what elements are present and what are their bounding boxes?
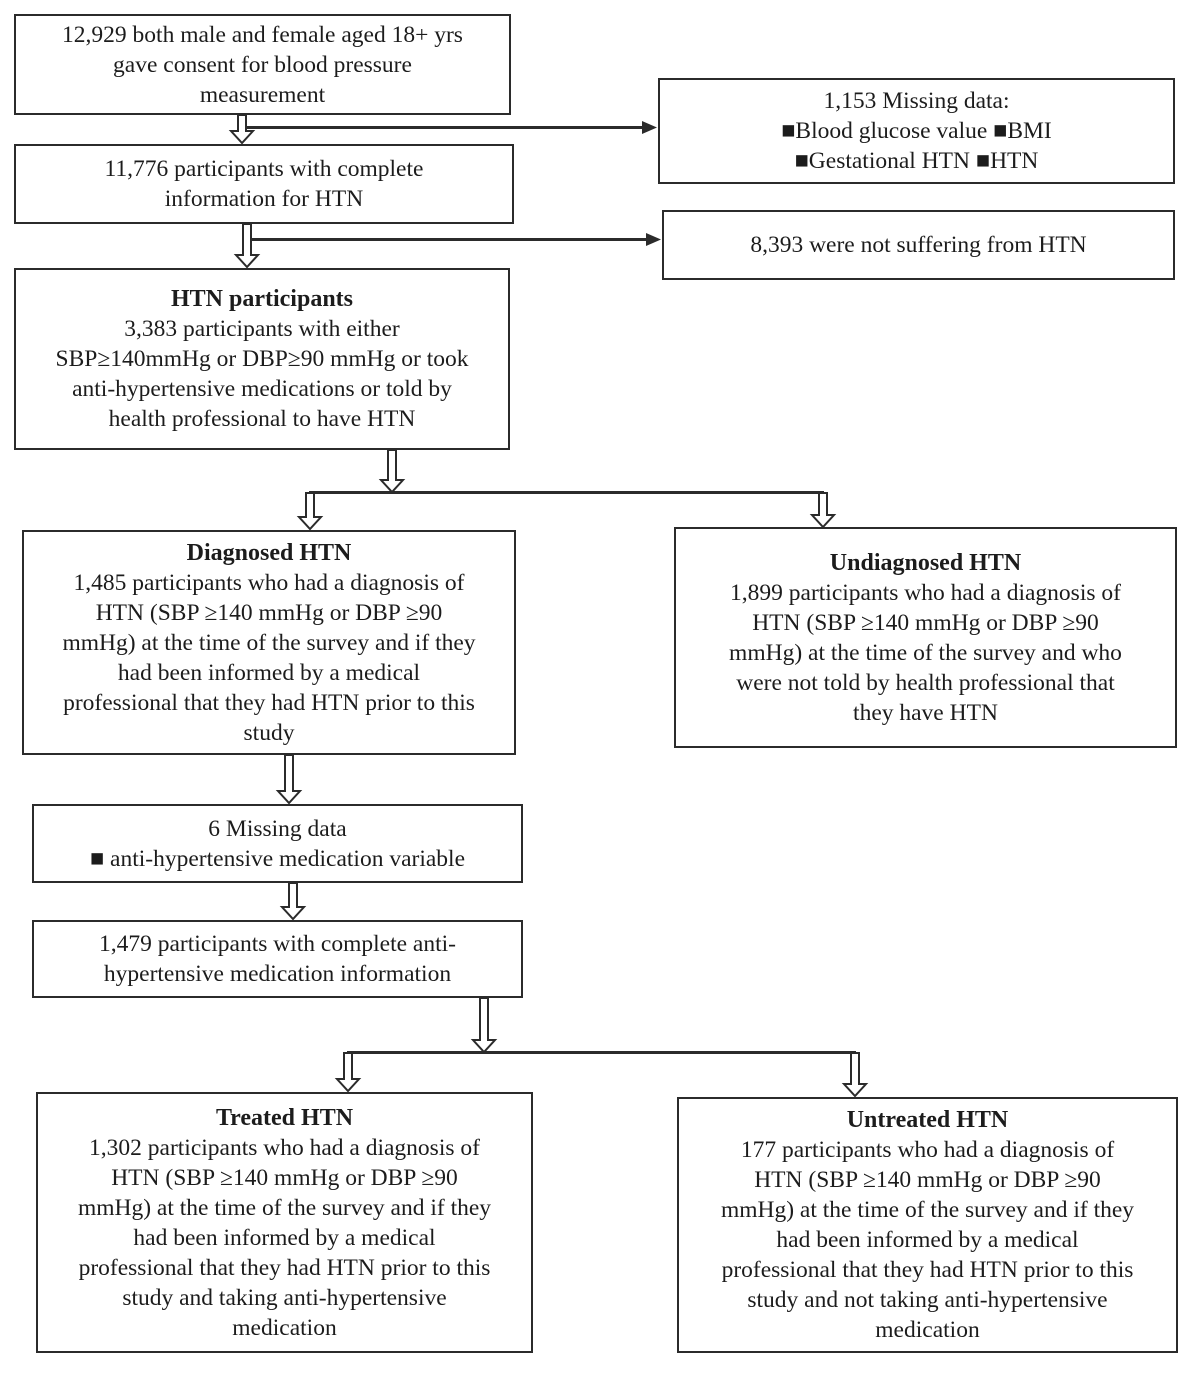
box-htn-participants-text: 3,383 participants with either SBP≥140mm… [55,316,469,432]
down-arrow-icon [841,1052,869,1098]
down-arrow-icon [470,997,498,1054]
box-missing-data-medication: 6 Missing data ■ anti-hypertensive medic… [32,804,523,883]
box-consent-text: 12,929 both male and female aged 18+ yrs… [62,21,463,108]
box-undiagnosed-text: 1,899 participants who had a diagnosis o… [729,579,1122,726]
box-undiagnosed-title: Undiagnosed HTN [829,549,1022,576]
box-complete-medication-text: 1,479 participants with complete anti- h… [99,931,456,987]
connector-missing-data-line [247,126,644,129]
box-diagnosed-title: Diagnosed HTN [186,539,352,566]
down-arrow-icon [334,1052,362,1093]
down-arrow-icon [275,754,303,805]
box-untreated-title: Untreated HTN [846,1107,1009,1133]
branch-line-diagnosis [309,491,824,494]
box-diagnosed: Diagnosed HTN 1,485 participants who had… [22,530,516,755]
down-arrow-icon [378,449,406,494]
connector-not-suffering-line [252,238,647,241]
down-arrow-icon [233,223,261,269]
box-missing-data-top: 1,153 Missing data: ■Blood glucose value… [658,78,1175,184]
box-not-suffering: 8,393 were not suffering from HTN [662,210,1175,280]
box-treated: Treated HTN 1,302 participants who had a… [36,1092,533,1353]
down-arrow-icon [279,882,307,921]
box-undiagnosed: Undiagnosed HTN 1,899 participants who h… [674,527,1177,748]
box-missing-data-medication-text: 6 Missing data ■ anti-hypertensive medic… [89,815,466,872]
box-treated-title: Treated HTN [215,1104,354,1131]
box-htn-participants-title: HTN participants [170,286,353,312]
box-not-suffering-text: 8,393 were not suffering from HTN [750,232,1087,258]
right-arrowhead-icon [642,121,657,134]
box-missing-data-top-text: 1,153 Missing data: ■Blood glucose value… [781,88,1052,174]
box-complete-info: 11,776 participants with complete inform… [14,144,514,224]
box-untreated-text: 177 participants who had a diagnosis of … [720,1137,1135,1343]
box-complete-medication: 1,479 participants with complete anti- h… [32,920,523,998]
box-htn-participants: HTN participants 3,383 participants with… [14,268,510,450]
branch-line-treatment [347,1051,856,1054]
down-arrow-icon [228,114,256,145]
box-complete-info-text: 11,776 participants with complete inform… [104,156,424,212]
box-untreated: Untreated HTN 177 participants who had a… [677,1097,1178,1353]
down-arrow-icon [809,492,837,529]
right-arrowhead-icon [646,233,661,246]
down-arrow-icon [296,492,324,531]
box-diagnosed-text: 1,485 participants who had a diagnosis o… [62,569,476,746]
box-treated-text: 1,302 participants who had a diagnosis o… [77,1134,492,1341]
box-consent: 12,929 both male and female aged 18+ yrs… [14,14,511,115]
